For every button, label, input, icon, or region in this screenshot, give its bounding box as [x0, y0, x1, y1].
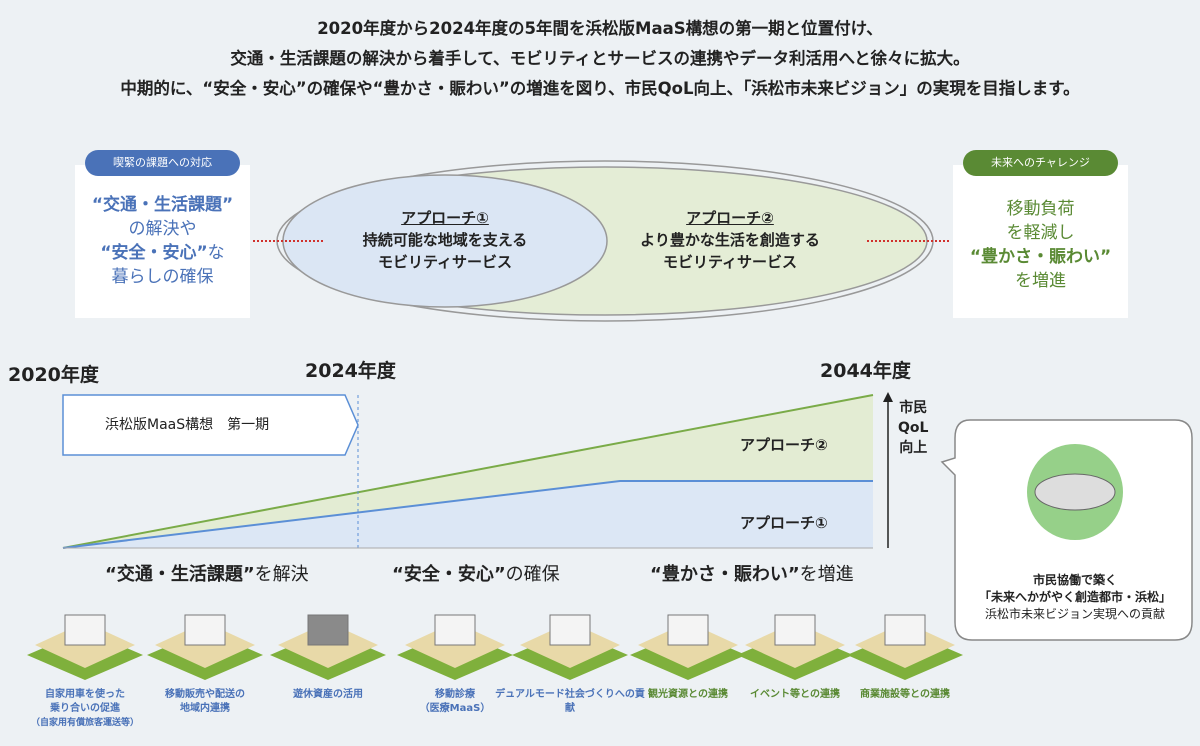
phase-enhance: “豊かさ・賑わい”を増進	[650, 560, 854, 586]
left-l2: の解決や	[128, 219, 197, 239]
right-l2: を軽減し	[1006, 223, 1075, 243]
approach1-title: アプローチ①	[401, 209, 489, 227]
approach1-label: アプローチ① 持続可能な地域を支える モビリティサービス	[320, 207, 570, 273]
approach2-l2: モビリティサービス	[662, 253, 798, 271]
approach1-l2: モビリティサービス	[377, 253, 513, 271]
vision-l2: 「未来へかがやく創造都市・浜松」	[978, 590, 1171, 604]
service-label: 遊休資産の活用	[293, 689, 363, 700]
service-illustration	[268, 600, 388, 682]
right-l4: を増進	[1015, 271, 1066, 291]
right-l1: 移動負荷	[1006, 199, 1075, 219]
service-illustration	[25, 600, 145, 682]
approach2-title: アプローチ②	[686, 209, 774, 227]
phase-q: “豊かさ・賑わい”	[650, 564, 800, 585]
year-2024: 2024年度	[305, 360, 396, 382]
service-illustration	[735, 600, 855, 682]
service-illustration	[510, 600, 630, 682]
phase1-label: 浜松版MaaS構想 第一期	[105, 417, 270, 433]
timeline-approach2: アプローチ②	[740, 436, 828, 454]
service-illustration	[145, 600, 265, 682]
phase-q: “交通・生活課題”	[105, 564, 255, 585]
qol-l1: 市民	[899, 400, 928, 416]
timeline-approach1: アプローチ①	[740, 514, 828, 532]
urgent-issues-box: “交通・生活課題” の解決や “安全・安心”な 暮らしの確保	[75, 165, 250, 318]
vision-l3: 浜松市未来ビジョン実現への貢献	[984, 607, 1165, 621]
approach1-l1: 持続可能な地域を支える	[362, 231, 528, 249]
left-l1: “交通・生活課題”	[91, 195, 234, 215]
service-illustration	[845, 600, 965, 682]
right-l3: “豊かさ・賑わい”	[969, 247, 1112, 267]
intro-line: 中期的に、“安全・安心”の確保や“豊かさ・賑わい”の増進を図り、市民QoL向上、…	[120, 79, 1080, 98]
phase-solve: “交通・生活課題”を解決	[105, 560, 309, 586]
service-illustration	[395, 600, 515, 682]
vision-text: 市民協働で築く 「未来へかがやく創造都市・浜松」 浜松市未来ビジョン実現への貢献	[960, 572, 1190, 623]
left-l3: “安全・安心”	[100, 243, 208, 263]
phase-secure: “安全・安心”の確保	[392, 560, 560, 586]
phase-q: “安全・安心”	[392, 564, 506, 585]
service-illustration	[628, 600, 748, 682]
left-l3b: な	[207, 243, 225, 263]
service-label: デュアルモード社会づくりへの貢献	[495, 689, 645, 714]
service-sublabel: （自家用有償旅客運送等）	[30, 718, 139, 728]
service-label: イベント等との連携	[750, 689, 840, 700]
urgent-badge: 喫緊の課題への対応	[85, 150, 240, 176]
service-label: 移動販売や配送の 地域内連携	[165, 689, 245, 714]
qol-l3: 向上	[899, 440, 928, 456]
phase-t: を解決	[254, 564, 309, 585]
future-badge: 未来へのチャレンジ	[963, 150, 1118, 176]
vision-l1: 市民協働で築く	[1032, 573, 1117, 587]
service-label: 移動診療 （医療MaaS）	[419, 689, 491, 714]
approach2-label: アプローチ② より豊かな生活を創造する モビリティサービス	[605, 207, 855, 273]
qol-label: 市民 QoL 向上	[898, 398, 928, 458]
year-2020: 2020年度	[8, 364, 99, 386]
future-challenge-box: 移動負荷 を軽減し “豊かさ・賑わい” を増進	[953, 165, 1128, 318]
service-label: 観光資源との連携	[648, 689, 728, 700]
qol-l2: QoL	[898, 420, 929, 436]
phase-t: の確保	[505, 564, 560, 585]
approach2-l1: より豊かな生活を創造する	[640, 231, 820, 249]
year-2044: 2044年度	[820, 360, 911, 382]
intro-line: 交通・生活課題の解決から着手して、モビリティとサービスの連携やデータ利活用へと徐…	[230, 49, 970, 68]
intro-line: 2020年度から2024年度の5年間を浜松版MaaS構想の第一期と位置付け、	[317, 19, 883, 38]
intro-text: 2020年度から2024年度の5年間を浜松版MaaS構想の第一期と位置付け、 交…	[0, 14, 1200, 104]
service-label: 商業施設等との連携	[860, 689, 950, 700]
left-l4: 暮らしの確保	[111, 267, 214, 287]
service-label: 自家用車を使った 乗り合いの促進	[45, 689, 125, 714]
phase-t: を増進	[799, 564, 854, 585]
